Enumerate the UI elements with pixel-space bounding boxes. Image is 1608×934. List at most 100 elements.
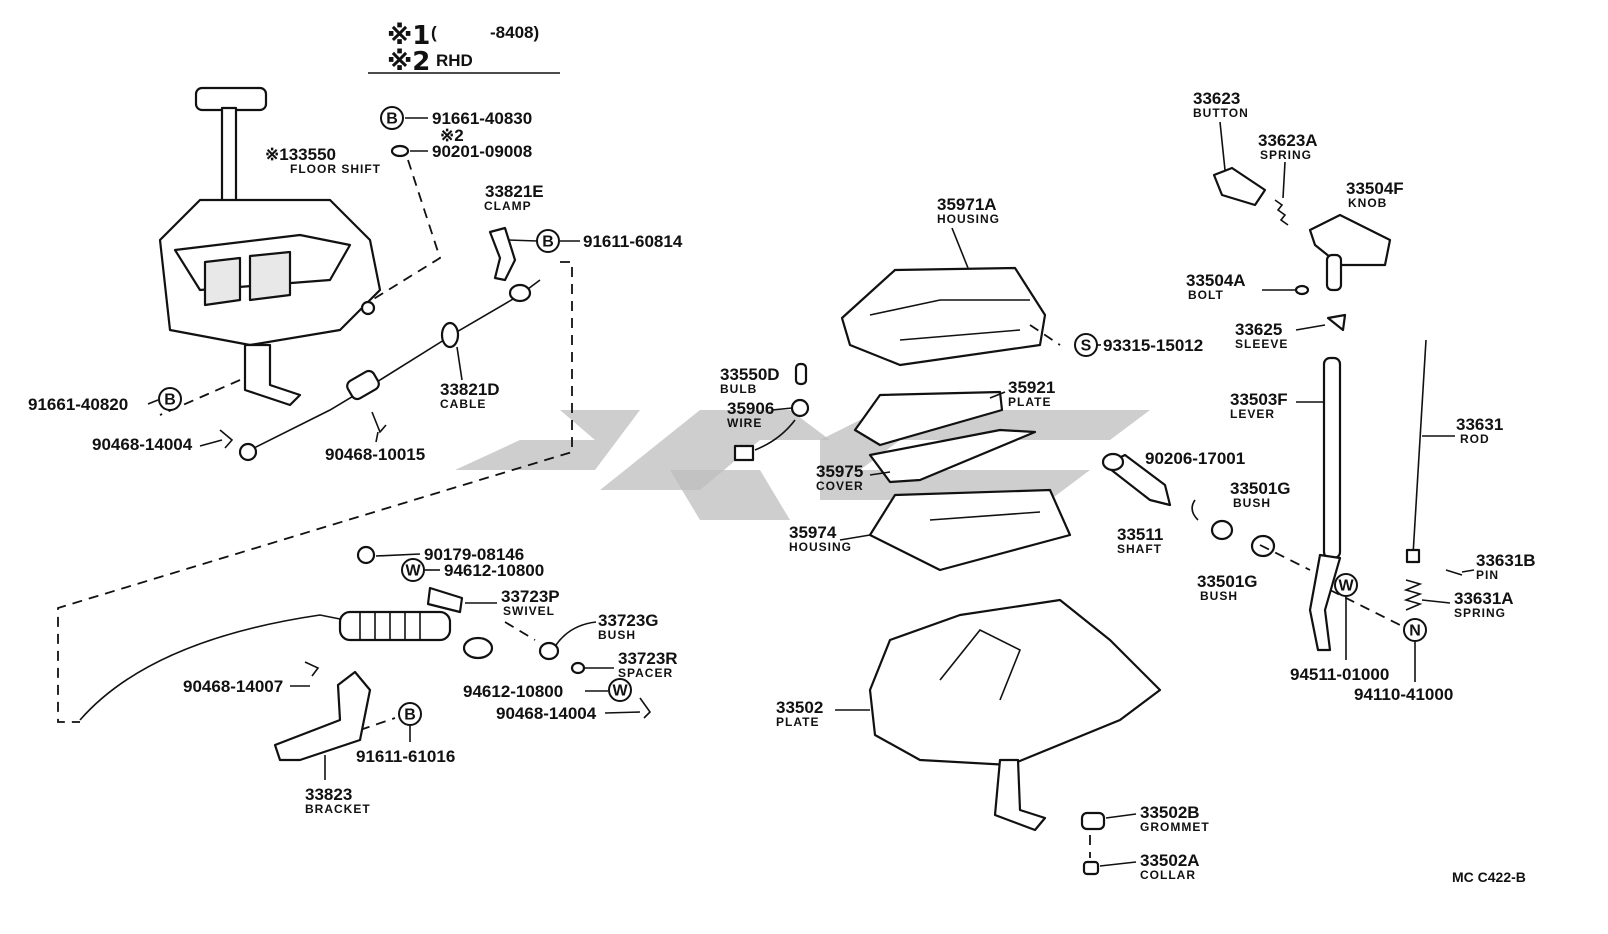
part-name-pin: PIN [1476, 568, 1499, 582]
lever-33503f-drawing [1308, 356, 1342, 652]
circle-n: N [1403, 618, 1427, 642]
part-name-sleeve: SLEEVE [1235, 337, 1288, 351]
part-number-35975: 35975 [816, 462, 863, 481]
part-number-33504f: 33504F [1346, 179, 1404, 198]
bolt-washer-top [390, 144, 410, 158]
svg-text:W: W [405, 563, 421, 580]
part-number-33723p: 33723P [501, 587, 560, 606]
part-name-spacer: SPACER [618, 666, 673, 680]
part-number-90468-14007: 90468-14007 [183, 677, 283, 696]
part-number-33501g-b: 33501G [1197, 572, 1258, 591]
diagram-code: MC C422-B [1452, 869, 1526, 885]
clamp-drawing [488, 226, 517, 282]
part-name-floor-shift: FLOOR SHIFT [290, 162, 381, 176]
part-name-clamp: CLAMP [484, 199, 532, 213]
part-number-90468-14004-b: 90468-14004 [496, 704, 597, 723]
clip-drawings [219, 411, 387, 449]
part-number-35906: 35906 [727, 399, 774, 418]
part-number-33502: 33502 [776, 698, 823, 717]
part-number-133550: ※133550 [265, 145, 336, 164]
part-name-grommet: GROMMET [1140, 820, 1210, 834]
part-name-bolt: BOLT [1188, 288, 1224, 302]
svg-text:W: W [1338, 578, 1354, 595]
part-number-33723r: 33723R [618, 649, 678, 668]
button-knob-drawing [1212, 166, 1392, 332]
shaft-drawing [1101, 452, 1199, 521]
part-name-spring-a: SPRING [1260, 148, 1312, 162]
part-number-91661-40820: 91661-40820 [28, 395, 128, 414]
part-number-35974: 35974 [789, 523, 837, 542]
cable-drawing [238, 279, 541, 462]
plate-33502-drawing [868, 598, 1162, 876]
part-number-91611-61016: 91611-61016 [356, 747, 455, 766]
circle-b-4: B [398, 702, 422, 726]
svg-text:B: B [404, 707, 416, 724]
part-number-33631b: 33631B [1476, 551, 1536, 570]
part-number-94612-10800-a: 94612-10800 [444, 561, 544, 580]
legend: ※1 ( -8408) ※2 RHD [368, 21, 560, 77]
part-number-33502a: 33502A [1140, 851, 1200, 870]
part-name-bush-a: BUSH [1233, 496, 1271, 510]
part-name-plate-b: PLATE [776, 715, 819, 729]
part-number-33502b: 33502B [1140, 803, 1200, 822]
part-number-33501g-a: 33501G [1230, 479, 1291, 498]
circle-w-3: W [1334, 573, 1358, 597]
part-number-33823: 33823 [305, 785, 352, 804]
part-number-91611-60814: 91611-60814 [583, 232, 683, 251]
bulb-wire-drawing [733, 362, 810, 462]
part-number-35921: 35921 [1008, 378, 1055, 397]
part-number-33625: 33625 [1235, 320, 1282, 339]
svg-text:B: B [164, 392, 176, 409]
part-name-wire: WIRE [727, 416, 762, 430]
circle-w-2: W [608, 678, 632, 702]
plate-35921-drawing [853, 390, 1037, 484]
svg-text:N: N [1409, 623, 1421, 640]
legend-mark-1: ※1 [387, 21, 430, 51]
circle-b-2: B [536, 229, 560, 253]
part-name-plate-a: PLATE [1008, 395, 1051, 409]
legend-mark-2: ※2 [387, 47, 430, 77]
housing-35974-drawing [868, 488, 1072, 572]
part-name-button: BUTTON [1193, 106, 1249, 120]
legend-text-2: RHD [436, 51, 473, 70]
dashed-leaders-right [1259, 544, 1401, 626]
part-name-swivel: SWIVEL [503, 604, 555, 618]
bushes-drawing [1210, 519, 1276, 558]
svg-text:B: B [542, 234, 554, 251]
part-name-housing-b: HOUSING [789, 540, 852, 554]
circle-b-1: B [380, 106, 404, 130]
dashed-leaders-center [1029, 324, 1091, 858]
part-number-91661-40830: 91661-40830 [432, 109, 532, 128]
part-number-33623: 33623 [1193, 89, 1240, 108]
legend-paren: ( [431, 23, 437, 42]
part-name-bush-b: BUSH [1200, 589, 1238, 603]
part-number-33550d: 33550D [720, 365, 780, 384]
rod-33631-drawing [1403, 339, 1463, 611]
part-name-collar: COLLAR [1140, 868, 1196, 882]
floor-shift-drawing [158, 86, 382, 407]
part-number-90201-09008: 90201-09008 [432, 142, 532, 161]
part-name-knob: KNOB [1348, 196, 1387, 210]
part-number-33511: 33511 [1117, 525, 1163, 544]
part-name-spring-b: SPRING [1454, 606, 1506, 620]
part-number-90468-14004-a: 90468-14004 [92, 435, 193, 454]
part-name-lever: LEVER [1230, 407, 1275, 421]
part-number-93315-15012: 93315-15012 [1103, 336, 1203, 355]
part-number-94511-01000: 94511-01000 [1290, 665, 1389, 684]
part-number-94612-10800-b: 94612-10800 [463, 682, 563, 701]
part-number-90206-17001: 90206-17001 [1145, 449, 1245, 468]
housing-35971a-drawing [840, 266, 1047, 367]
circle-b-3: B [158, 387, 182, 411]
part-number-33504a: 33504A [1186, 271, 1246, 290]
circle-s: S [1074, 333, 1098, 357]
legend-text-1: -8408) [490, 23, 539, 42]
svg-text:W: W [612, 683, 628, 700]
part-name-bulb: BULB [720, 382, 757, 396]
part-number-35971a: 35971A [937, 195, 997, 214]
lower-cable-drawing [79, 610, 494, 762]
part-number-33631a: 33631A [1454, 589, 1514, 608]
part-name-bracket: BRACKET [305, 802, 371, 816]
part-mark-2: ※2 [440, 126, 464, 145]
circle-w-1: W [401, 558, 425, 582]
part-number-33723g: 33723G [598, 611, 659, 630]
